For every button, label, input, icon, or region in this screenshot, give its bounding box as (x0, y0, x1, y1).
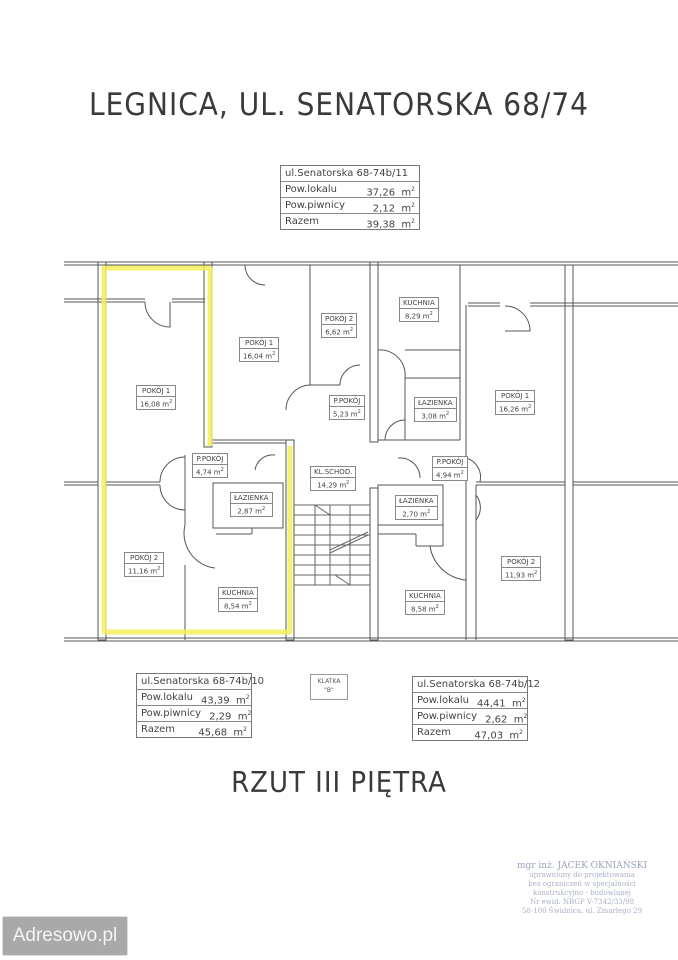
razem-row: Razem 47,03 m2 (413, 725, 527, 742)
staircase-label: KLATKA "B" (310, 674, 348, 700)
label: Pow.piwnicy (417, 711, 478, 722)
address-text: ul.Senatorska 68-74b/10 (141, 676, 265, 687)
value: 2,29 m2 (209, 710, 252, 723)
value: 44,41 m2 (477, 697, 526, 710)
value: 43,39 m2 (201, 694, 250, 707)
label: Razem (417, 727, 451, 738)
floor-title: RZUT III PIĘTRA (231, 766, 447, 800)
label: Razem (141, 724, 175, 735)
stamp-line: bez ograniczeń w specjalności (528, 880, 636, 888)
label: Pow.lokalu (417, 695, 469, 706)
address-text: ul.Senatorska 68-74b/11 (285, 168, 409, 179)
address: ul.Senatorska 68-74b/12 (413, 677, 540, 693)
value: 37,26 m2 (366, 186, 415, 199)
razem-row: Razem 45,68 m2 (137, 722, 251, 739)
pow-lokalu-row: Pow.lokalu 43,39 m2 (137, 690, 251, 706)
value: 2,12 m2 (372, 202, 415, 215)
address: ul.Senatorska 68-74b/11 (281, 166, 419, 182)
designer-stamp: mgr inż. JACEK OKNIAŃSKI uprawniony do p… (492, 862, 672, 916)
value: 45,68 m2 (198, 726, 247, 739)
label: Pow.piwnicy (141, 708, 202, 719)
label: Pow.lokalu (285, 184, 337, 195)
apartment-info-11: ul.Senatorska 68-74b/11 Pow.lokalu 37,26 … (280, 165, 420, 230)
stamp-name: mgr inż. JACEK OKNIAŃSKI (516, 861, 648, 871)
razem-row: Razem 39,38 m2 (281, 214, 419, 231)
label: Razem (285, 216, 319, 227)
value: 47,03 m2 (474, 729, 523, 742)
pow-piwnicy-row: Pow.piwnicy 2,62 m2 (413, 709, 527, 725)
room-label-klatka-schodowa: KL.SCHOD.14,29 m2 (310, 466, 357, 492)
apartment-info-10: ul.Senatorska 68-74b/10 Pow.lokalu 43,39 … (136, 673, 264, 739)
apartment-info-12: ul.Senatorska 68-74b/12 Pow.lokalu 44,41 … (412, 676, 540, 742)
pow-lokalu-row: Pow.lokalu 37,26 m2 (281, 182, 419, 198)
address-text: ul.Senatorska 68-74b/12 (417, 679, 541, 690)
value: 2,62 m2 (485, 713, 528, 726)
pow-lokalu-row: Pow.lokalu 44,41 m2 (413, 693, 527, 709)
adresowo-watermark[interactable]: Adresowo.pl (2, 916, 128, 956)
stamp-line: 58-100 Świdnica, ul. Zmarłego 29 (521, 907, 643, 915)
plan-title: LEGNICA, UL. SENATORSKA 68/74 (89, 86, 589, 123)
stamp-line: Nr ewid. NBGP V-7342/33/98 (529, 898, 635, 906)
pow-piwnicy-row: Pow.piwnicy 2,12 m2 (281, 198, 419, 214)
stamp-line: uprawniony do projektowania (529, 871, 635, 879)
label: Pow.piwnicy (285, 200, 346, 211)
pow-piwnicy-row: Pow.piwnicy 2,29 m2 (137, 706, 251, 722)
address: ul.Senatorska 68-74b/10 (137, 674, 264, 690)
label: Pow.lokalu (141, 692, 193, 703)
stamp-line: konstrukcyjno - budowlanej (533, 889, 631, 897)
value: 39,38 m2 (366, 218, 415, 231)
